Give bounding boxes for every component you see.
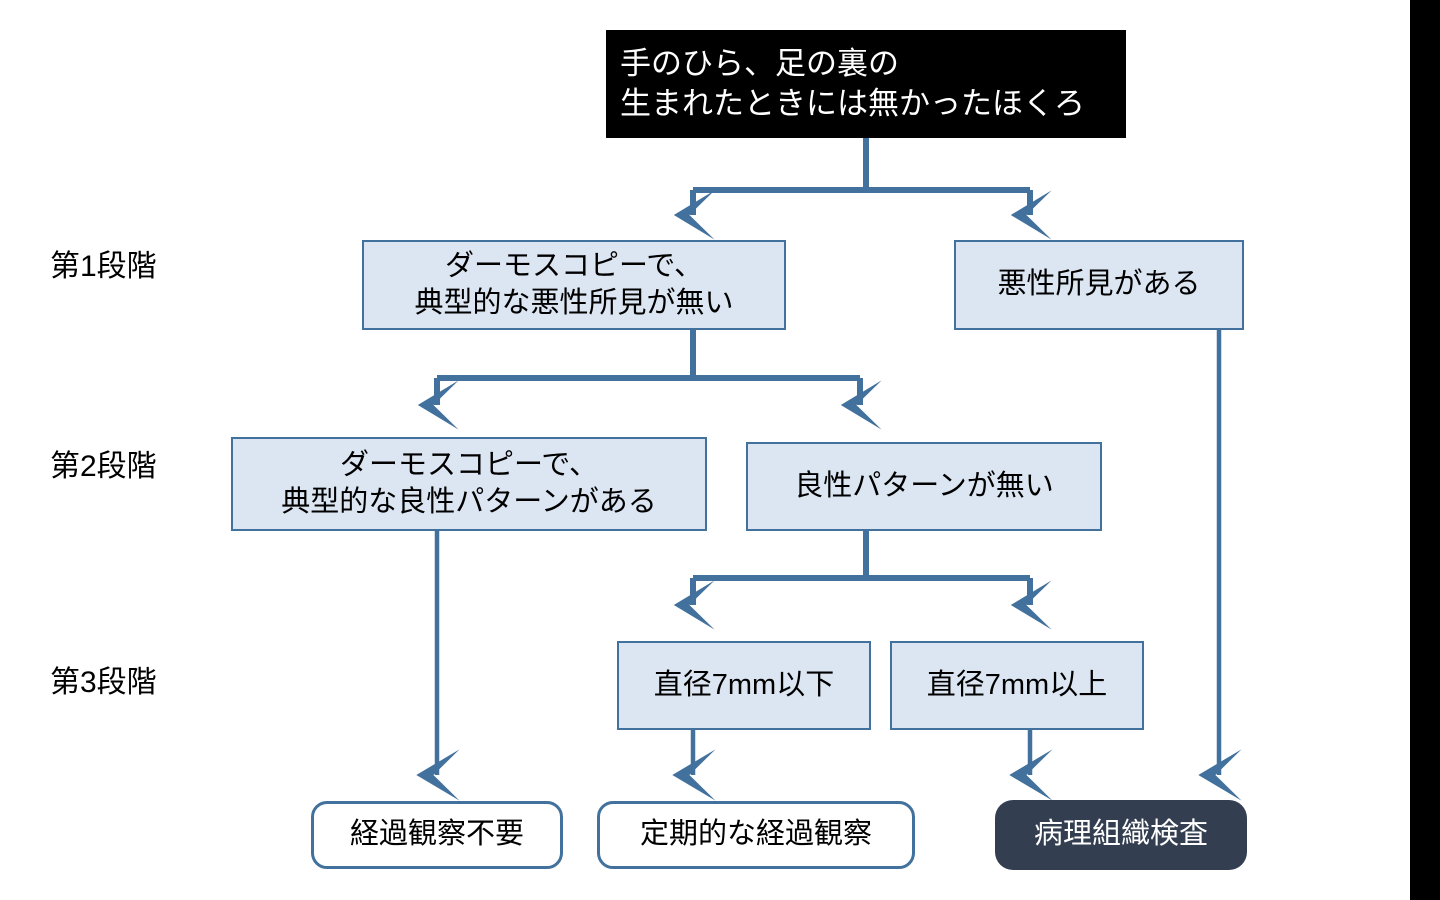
node-stage3-diameter-7mm-or-less[interactable]: 直径7mm以下 <box>617 641 871 730</box>
node-result-periodic-followup[interactable]: 定期的な経過観察 <box>597 801 915 869</box>
node-stage1-malignant-findings[interactable]: 悪性所見がある <box>954 240 1244 330</box>
stage-label-2: 第2段階 <box>50 450 157 483</box>
node-root-lesion[interactable]: 手のひら、足の裏の 生まれたときには無かったほくろ <box>606 30 1126 138</box>
node-stage3-diameter-7mm-or-more[interactable]: 直径7mm以上 <box>890 641 1144 730</box>
node-stage2-no-benign-pattern[interactable]: 良性パターンが無い <box>746 442 1102 531</box>
stage-label-1: 第1段階 <box>50 250 157 283</box>
node-stage1-no-malignant-findings[interactable]: ダーモスコピーで、 典型的な悪性所見が無い <box>362 240 786 330</box>
node-stage2-typical-benign-pattern[interactable]: ダーモスコピーで、 典型的な良性パターンがある <box>231 437 707 531</box>
stage-label-3: 第3段階 <box>50 666 157 699</box>
connector-root-split <box>673 138 1052 240</box>
node-result-histopathology[interactable]: 病理組織検査 <box>995 800 1247 870</box>
connector-stage2-split <box>673 531 1052 630</box>
node-result-no-followup[interactable]: 経過観察不要 <box>311 801 563 869</box>
connector-stage1-split <box>417 330 882 430</box>
right-edge-band <box>1410 0 1440 900</box>
